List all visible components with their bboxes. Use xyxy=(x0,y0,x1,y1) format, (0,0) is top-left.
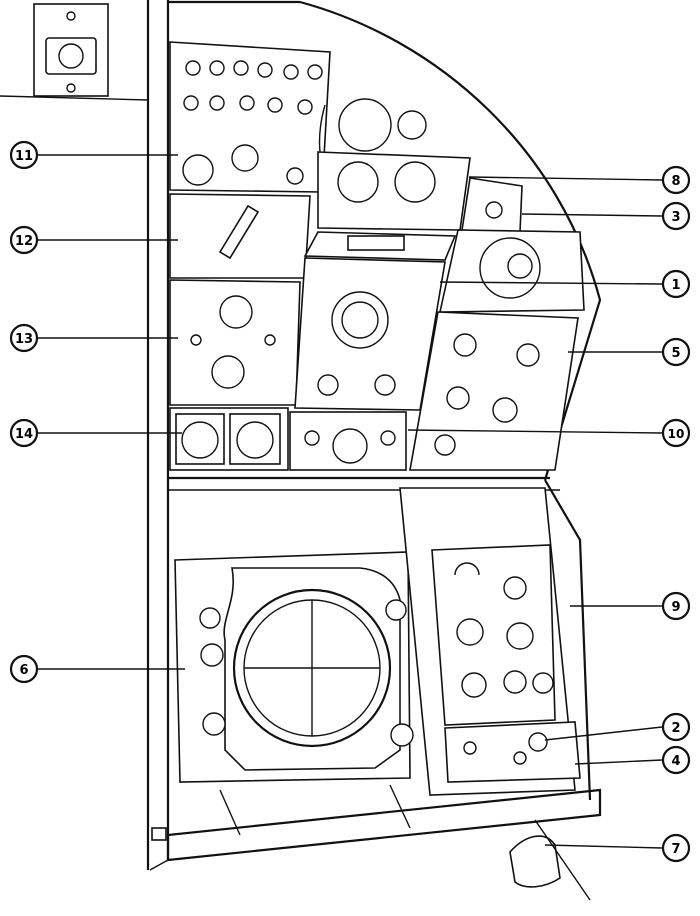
rack-frame xyxy=(0,0,602,871)
callout-13: 13 xyxy=(9,323,39,353)
callout-label: 3 xyxy=(671,210,680,225)
callout-label: 5 xyxy=(671,346,680,361)
callout-11: 11 xyxy=(9,140,39,170)
panel-6 xyxy=(174,551,414,836)
callout-7: 7 xyxy=(661,833,691,863)
panel-1 xyxy=(439,229,585,313)
center-instrument-panel xyxy=(294,231,457,411)
callout-label: 14 xyxy=(15,427,33,442)
callout-2: 2 xyxy=(661,712,691,742)
callout-10: 10 xyxy=(661,418,691,448)
bolt-bracket xyxy=(151,827,167,841)
panel-10 xyxy=(289,411,407,471)
callout-label: 11 xyxy=(15,149,33,164)
callout-label: 7 xyxy=(671,842,680,857)
panel-9 xyxy=(399,487,576,796)
callout-label: 6 xyxy=(19,663,28,678)
panel-12 xyxy=(169,193,311,279)
callout-label: 13 xyxy=(15,332,33,347)
callout-label: 9 xyxy=(671,600,680,615)
handle-plate xyxy=(218,204,260,260)
callout-label: 2 xyxy=(671,721,680,736)
leader-lines xyxy=(38,154,663,849)
callout-3: 3 xyxy=(661,201,691,231)
callout-label: 1 xyxy=(671,278,680,293)
panel-8 xyxy=(317,98,471,231)
callout-label: 4 xyxy=(671,754,680,769)
panel-7-lever xyxy=(509,819,591,901)
selector-knob xyxy=(231,144,259,172)
panel-13 xyxy=(169,279,301,406)
callout-label: 12 xyxy=(15,234,33,249)
callout-5: 5 xyxy=(661,337,691,367)
toggle-switch-row-2 xyxy=(183,95,313,115)
panel-11 xyxy=(169,41,331,193)
rotary-knob xyxy=(182,154,214,186)
callout-8: 8 xyxy=(661,165,691,195)
callout-12: 12 xyxy=(9,225,39,255)
callout-label: 8 xyxy=(671,174,680,189)
callout-6: 6 xyxy=(9,654,39,684)
callout-label: 10 xyxy=(668,427,685,441)
panel-3 xyxy=(461,177,523,233)
panel-5 xyxy=(409,311,579,471)
toggle-switch-row-1 xyxy=(185,60,323,80)
callout-1: 1 xyxy=(661,269,691,299)
panel-14 xyxy=(169,407,289,471)
callout-14: 14 xyxy=(9,418,39,448)
callout-9: 9 xyxy=(661,591,691,621)
scope-screen xyxy=(232,588,392,748)
panel-2-4 xyxy=(444,721,581,783)
callout-4: 4 xyxy=(661,745,691,775)
